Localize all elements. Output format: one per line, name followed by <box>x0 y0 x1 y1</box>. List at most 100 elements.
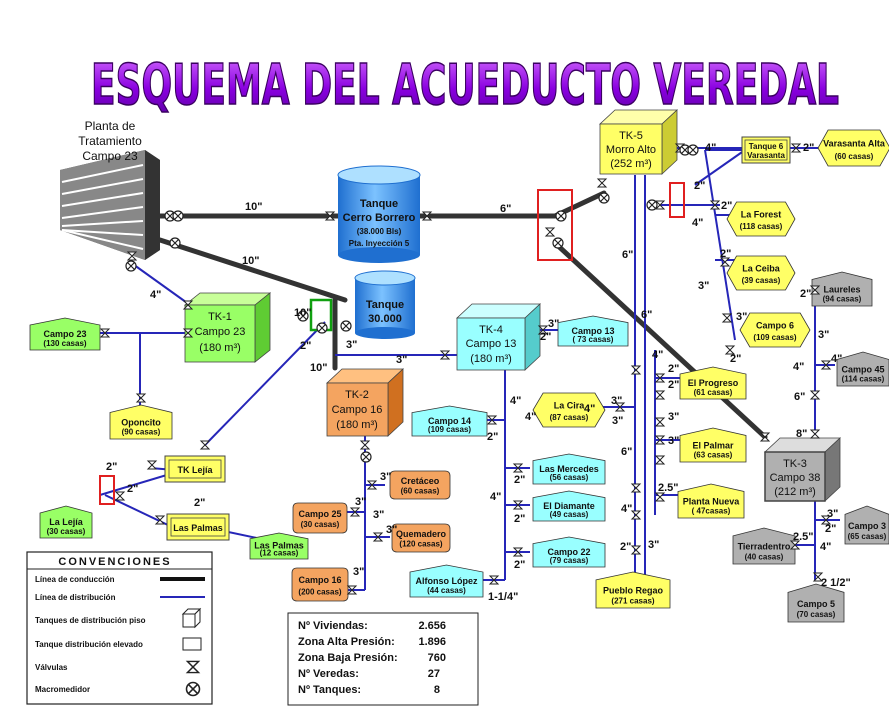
pipe-size-2in-h: 2" <box>514 559 525 571</box>
node-casas: (39 casas) <box>742 276 781 285</box>
tank-main-line3: (38.000 Bls) <box>357 227 402 236</box>
node-eldiamante: El Diamante(49 casas) <box>532 490 606 522</box>
node-name: Tierradentro <box>738 542 791 552</box>
pipe-size-2in-f: 2" <box>514 474 525 486</box>
pipe-size-2in-d: 2" <box>194 497 205 509</box>
node-name: Campo 14 <box>428 416 471 426</box>
node-campo3: Campo 3(65 casas) <box>844 505 889 545</box>
pipe-size-3in-c: 3" <box>380 471 391 483</box>
node-shape <box>739 312 811 348</box>
tank-tk3 <box>763 437 842 502</box>
tk5-place: Morro Alto <box>606 144 656 156</box>
node-casas: (271 casas) <box>611 596 654 605</box>
stat-label-veredas: Nº Veredas: <box>298 668 359 680</box>
node-name: Campo 5 <box>797 599 835 609</box>
highlight-box-tk5-valve <box>669 182 685 218</box>
tk2-name: TK-2 <box>345 389 369 401</box>
pipe-size-3in-m: 3" <box>698 280 709 292</box>
tk3-name: TK-3 <box>783 458 807 470</box>
node-shape <box>679 427 747 463</box>
tk5-name: TK-5 <box>619 130 643 142</box>
node-shape <box>677 483 745 519</box>
stat-value-tanques: 8 <box>434 684 440 696</box>
pipe-size-6in-c: 6" <box>641 309 652 321</box>
node-casas: ( 73 casas) <box>573 335 614 344</box>
pipe-size-2in-r: 2" <box>721 200 732 212</box>
pipe-size-3in-o: 3" <box>818 329 829 341</box>
node-name: Laureles <box>823 284 860 294</box>
node-shape <box>292 502 348 534</box>
pipe-size-3in-f: 3" <box>386 524 397 536</box>
node-shape <box>411 405 488 437</box>
node-name: Campo 16 <box>298 575 341 585</box>
legend-item-conduccion: Línea de conducción <box>35 575 115 584</box>
pipe-size-10in-d: 10" <box>310 362 327 374</box>
tank-30000 <box>354 270 416 339</box>
treatment-plant-building <box>60 150 160 260</box>
tk3-volume: (212 m³) <box>774 486 816 498</box>
node-name: Cretáceo <box>401 476 440 486</box>
node-campo23: Campo 23(130 casas) <box>29 317 101 351</box>
stat-label-baja: Zona Baja Presión: <box>298 652 398 664</box>
tk1-volume: (180 m³) <box>199 342 241 354</box>
node-casas: (44 casas) <box>427 586 466 595</box>
pipe-size-4in-b: 4" <box>510 395 521 407</box>
pipe-size-4in-k: 4" <box>820 541 831 553</box>
node-shape <box>679 366 747 400</box>
node-casas: (30 casas) <box>301 520 340 529</box>
pipe-size-2in-i: 2" <box>540 331 551 343</box>
stat-value-alta: 1.896 <box>418 636 446 648</box>
node-shape <box>389 470 451 500</box>
tk5-volume: (252 m³) <box>610 158 652 170</box>
node-shape <box>532 392 606 428</box>
legend-item-tanque-piso: Tanques de distribución piso <box>35 616 146 625</box>
pipe-size-2in-n: 2" <box>730 353 741 365</box>
pipe-size-6in-e: 6" <box>794 391 805 403</box>
node-casas: (61 casas) <box>694 388 733 397</box>
pipe-size-6in-d: 6" <box>621 446 632 458</box>
stat-value-baja: 760 <box>428 652 446 664</box>
node-shape <box>787 583 845 623</box>
pipe-size-4in-j: 4" <box>831 353 842 365</box>
node-casas: (12 casas) <box>260 549 299 558</box>
node-shape <box>811 271 873 307</box>
node-casas: (120 casas) <box>399 539 442 548</box>
pipe-size-3in-d: 3" <box>355 496 366 508</box>
stat-value-veredas: 27 <box>428 668 440 680</box>
node-name: Campo 3 <box>848 521 886 531</box>
node-name: La Cira <box>554 401 586 411</box>
node-casas: (49 casas) <box>550 510 589 519</box>
node-shape <box>291 567 349 602</box>
legend-item-distribucion: Línea de distribución <box>35 593 116 602</box>
node-name: Campo 45 <box>841 364 884 374</box>
pipe-size-4in-f: 4" <box>621 503 632 515</box>
node-oponcito: Oponcito(90 casas) <box>109 404 173 440</box>
node-pueblo: Pueblo Regao(271 casas) <box>595 571 671 609</box>
pipe-size-4in-i: 4" <box>793 361 804 373</box>
node-casas: (90 casas) <box>122 428 161 437</box>
node-casas: (200 casas) <box>298 587 341 596</box>
node-campo25: Campo 25(30 casas) <box>292 502 348 534</box>
node-casas: (87 casas) <box>550 413 589 422</box>
node-shape <box>39 505 93 539</box>
pipe-size-4in-g: 4" <box>705 142 716 154</box>
highlight-box-junction <box>537 189 573 261</box>
pipe-size-10in-b: 10" <box>242 255 259 267</box>
node-shape <box>817 129 889 167</box>
node-name: Alfonso López <box>416 576 478 586</box>
pipe-size-10in-a: 10" <box>245 201 262 213</box>
node-casas: (65 casas) <box>848 532 887 541</box>
node-shape <box>844 505 889 545</box>
pipe-size-3in-a: 3" <box>346 339 357 351</box>
pipe-size-2in-j: 2" <box>668 363 679 375</box>
node-casas: (63 casas) <box>694 451 733 460</box>
tank-main-line2: Cerro Borrero <box>343 212 416 224</box>
tk3-place: Campo 38 <box>770 472 821 484</box>
pipe-size-2in-m: 2" <box>668 379 679 391</box>
pipe-size-4in-a: 4" <box>150 289 161 301</box>
pipe-size-3in-l: 3" <box>648 539 659 551</box>
pipe-size-2-5in: 2.5" <box>658 482 679 494</box>
node-cretaceo: Cretáceo(60 casas) <box>389 470 451 500</box>
node-casas: (109 casas) <box>428 425 471 434</box>
pipe-size-3in-b: 3" <box>396 354 407 366</box>
